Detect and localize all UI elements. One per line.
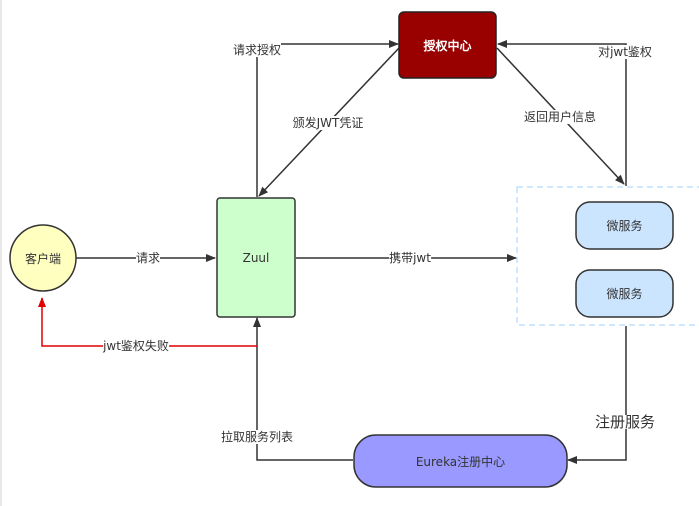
microservice-2-node: 微服务	[576, 270, 673, 317]
auth-center-shape	[398, 11, 497, 79]
microservice-1-label: 微服务	[606, 219, 643, 233]
edge-register-service	[567, 326, 627, 464]
client-shape	[9, 224, 77, 292]
client-label: 客户端	[24, 251, 61, 266]
microservice-1-shape	[575, 201, 674, 250]
edge-label-pull-service-list: 拉取服务列表	[220, 430, 294, 444]
edge-jwt-auth-failed	[38, 297, 257, 347]
client-node: 客户端	[10, 225, 76, 291]
edge-label-carry-jwt: 携带jwt	[389, 251, 431, 265]
edge-verify-jwt	[497, 40, 627, 186]
auth-center-node: 授权中心	[399, 12, 496, 78]
zuul-node: Zuul	[217, 198, 295, 317]
edge-label-return-user-info: 返回用户信息	[523, 110, 597, 124]
microservice-1-node: 微服务	[576, 202, 673, 249]
edge-label-jwt-auth-failed: jwt鉴权失败	[103, 339, 169, 353]
zuul-shape	[216, 197, 296, 318]
auth-center-label: 授权中心	[423, 38, 472, 53]
edge-label-request: 请求	[135, 251, 161, 265]
microservice-2-shape	[575, 269, 674, 318]
eureka-label: Eureka注册中心	[415, 454, 506, 469]
edge-label-register-service: 注册服务	[594, 413, 656, 431]
eureka-node: Eureka注册中心	[354, 435, 567, 487]
microservice-group	[516, 186, 699, 326]
edge-label-request-auth: 请求授权	[232, 43, 282, 57]
edge-label-verify-jwt: 对jwt鉴权	[598, 45, 652, 59]
edge-label-issue-jwt: 颁发JWT凭证	[292, 116, 364, 130]
edge-pull-service-list	[253, 317, 353, 461]
zuul-label: Zuul	[242, 250, 270, 265]
eureka-shape	[353, 434, 568, 488]
microservice-2-label: 微服务	[606, 287, 643, 301]
